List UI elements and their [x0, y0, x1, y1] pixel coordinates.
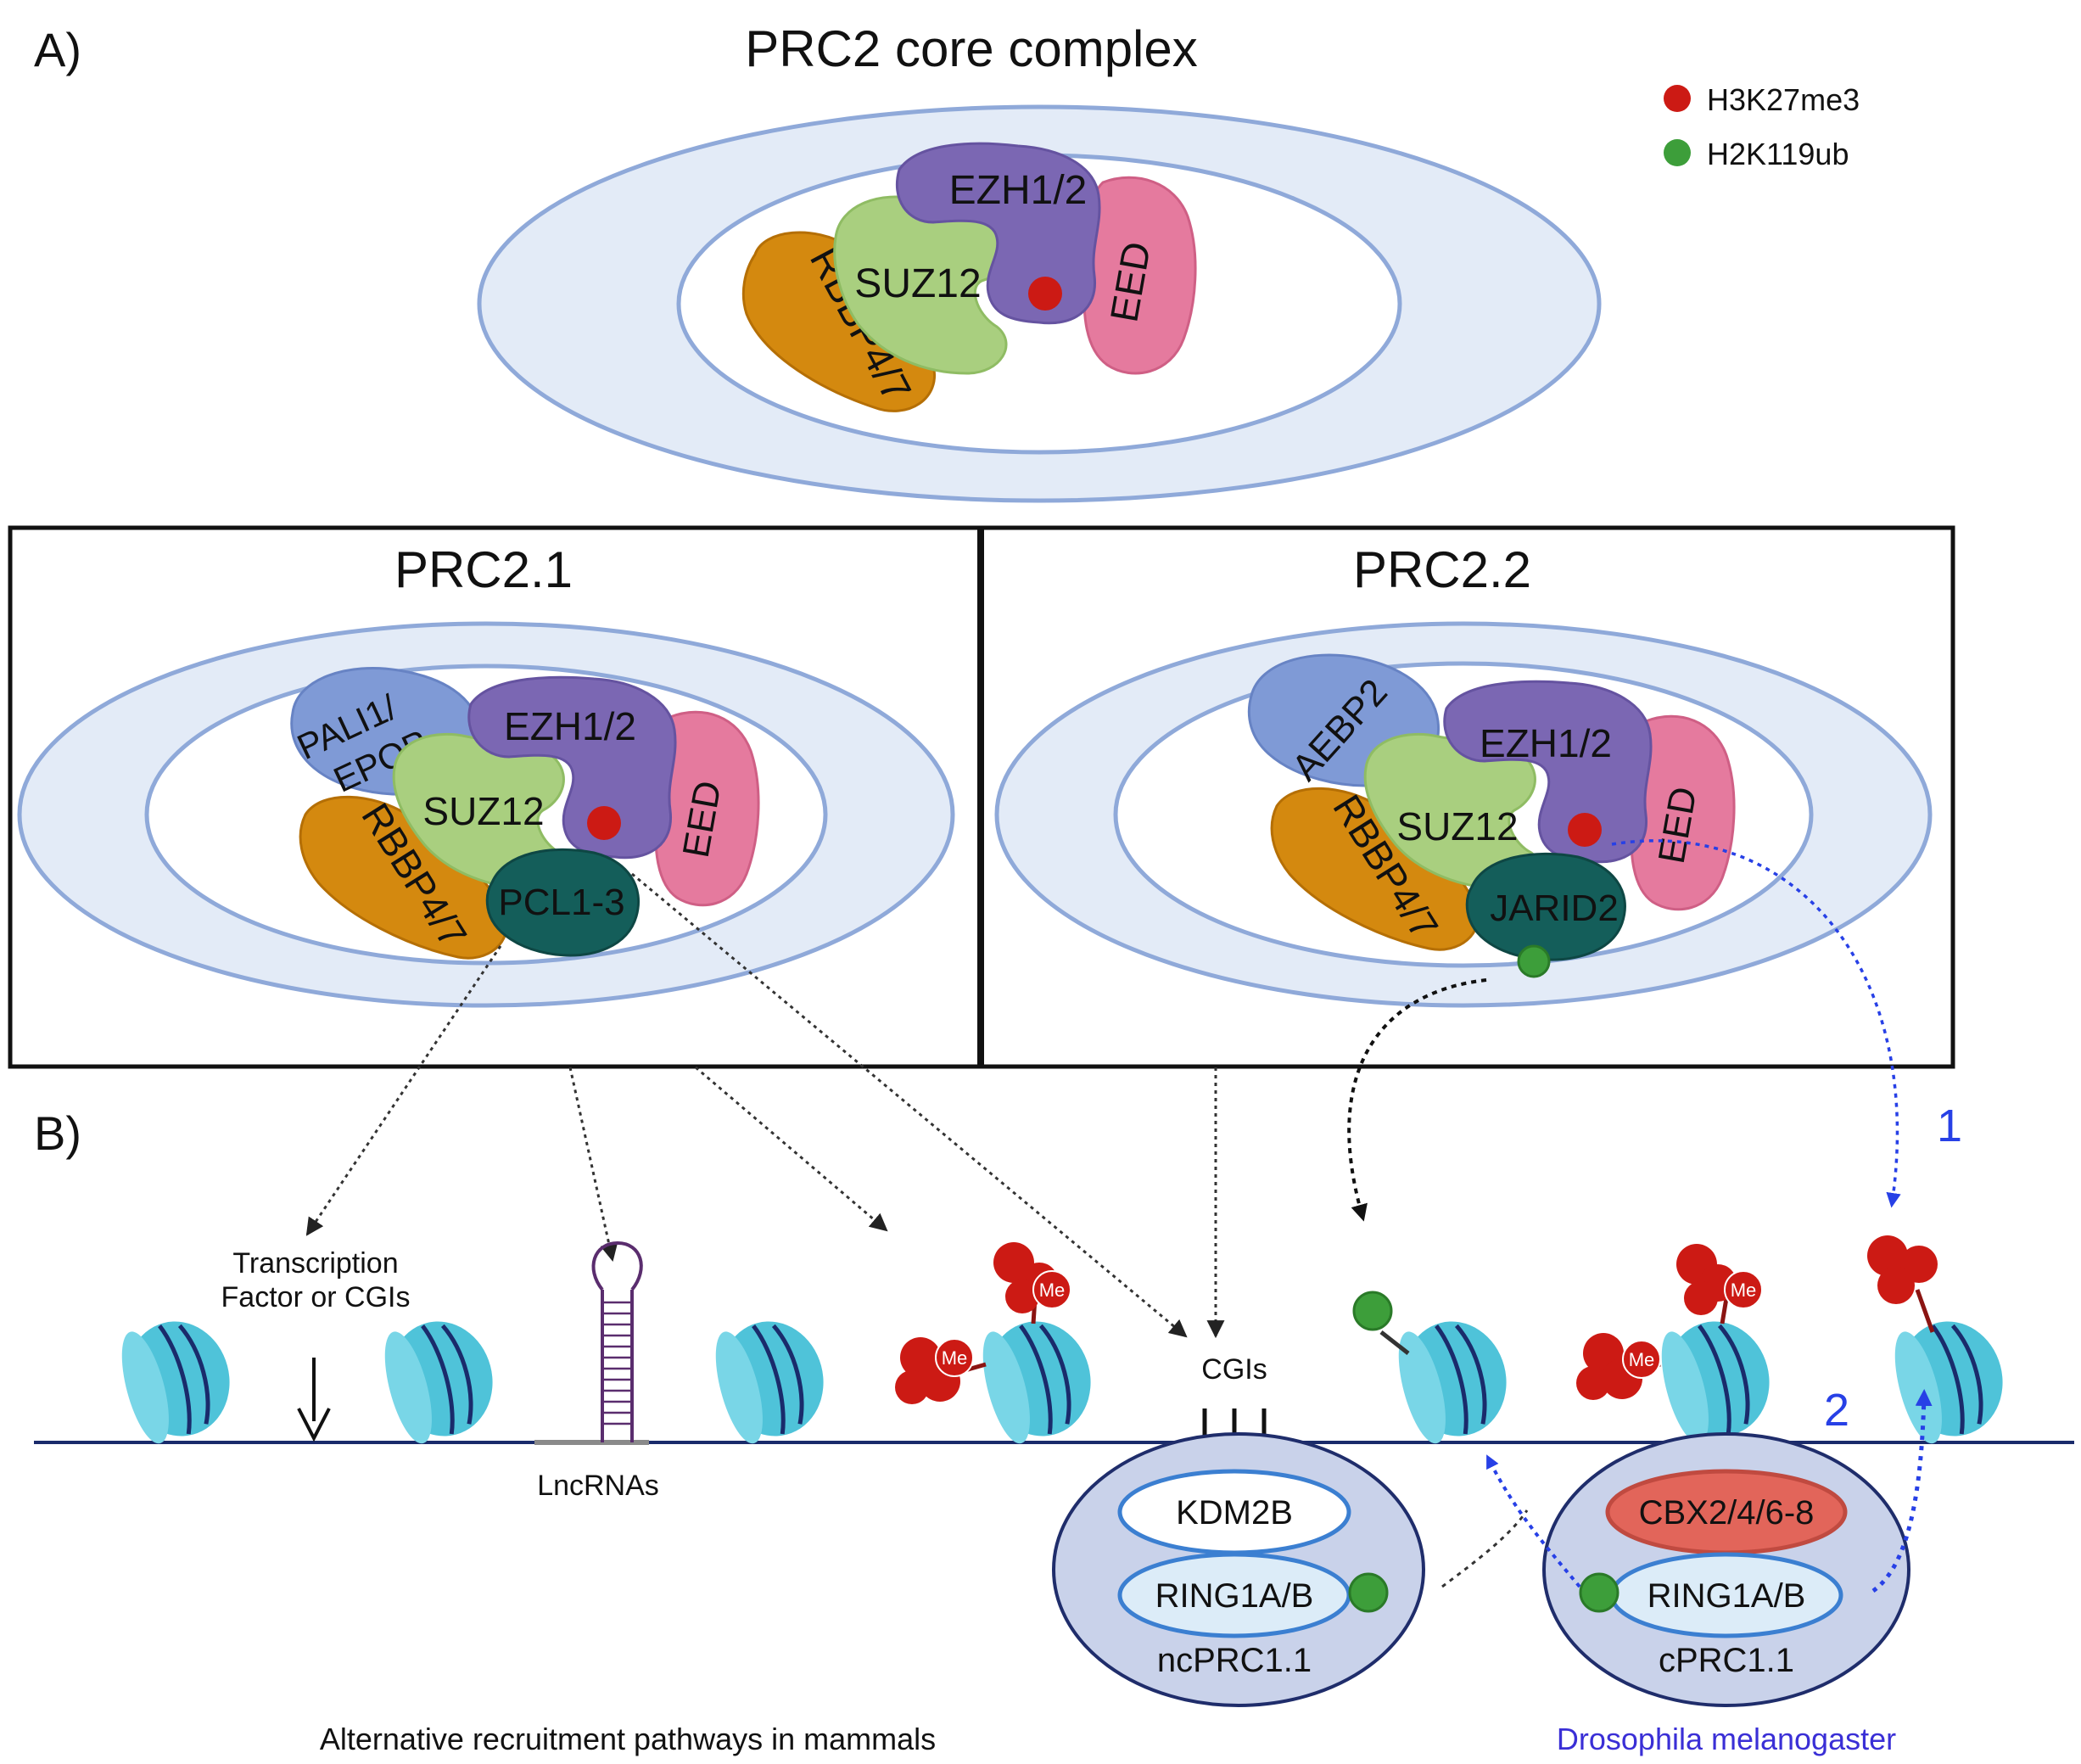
ezh-prc21-label: EZH1/2 [504, 704, 636, 748]
h3k27me3-cluster-2: Me [993, 1242, 1071, 1324]
pcl-label: PCL1-3 [498, 882, 624, 923]
panel-label-a: A) [34, 23, 81, 76]
legend-h2k119ub-swatch [1664, 139, 1691, 166]
prc21-recruitment-arrows [305, 872, 1225, 1339]
ezh-prc22-label: EZH1/2 [1480, 721, 1612, 765]
prc22-title: PRC2.2 [1353, 541, 1531, 598]
h3k27me3-mark-prc22 [1568, 813, 1602, 847]
legend-h3k27me3-swatch [1664, 85, 1691, 112]
prc21-title: PRC2.1 [394, 541, 573, 598]
cprc1-name: cPRC1.1 [1659, 1642, 1794, 1679]
h3k27me3-cluster-4: Me [1676, 1244, 1763, 1324]
arrow-to-lncrna [568, 1067, 618, 1263]
legend: H3K27me3 H2K119ub [1664, 82, 1860, 171]
arrow-label-2: 2 [1824, 1385, 1849, 1436]
me-label-2: Me [1039, 1280, 1066, 1301]
nucleosomes [121, 1321, 2003, 1444]
cgis-label: CGIs [1201, 1353, 1267, 1386]
cprc1-complex: CBX2/4/6-8 RING1A/B cPRC1.1 [1542, 1432, 1910, 1707]
rbbp-prc21-shape [299, 795, 508, 960]
tf-down-arrow [297, 1358, 331, 1442]
arrow-cprc1-to-nucleosome [1486, 1454, 1581, 1588]
panel-label-b: B) [34, 1106, 81, 1160]
ncprc1-complex: KDM2B RING1A/B ncPRC1.1 [1052, 1432, 1425, 1707]
h2k119ub-cprc1 [1579, 1572, 1619, 1613]
nucleosome-1 [121, 1321, 230, 1444]
h3k27me3-mark-prc21 [587, 806, 621, 840]
suz12-core-label: SUZ12 [854, 261, 981, 306]
h2k119ub-on-nucleosome [1352, 1291, 1410, 1355]
arrow-to-methylated-nucleosome [695, 1066, 888, 1232]
ncprc1-curve [1441, 1509, 1529, 1588]
h3k27me3-cluster-3: Me [1576, 1333, 1661, 1400]
caption-drosophila: Drosophila melanogaster [1557, 1722, 1896, 1756]
kdm2b-label: KDM2B [1176, 1494, 1293, 1532]
cbx-label: CBX2/4/6-8 [1639, 1494, 1815, 1532]
arrow-1-prc22-to-nucleosome [1611, 839, 1901, 1208]
nucleosome-2 [384, 1321, 493, 1444]
h2k119ub-ncprc1 [1348, 1572, 1389, 1613]
ezh-core-label: EZH1/2 [949, 168, 1088, 213]
arrow-2-cprc1-to-methylated [1871, 1389, 1933, 1593]
suz12-prc21-shape [392, 732, 568, 891]
suz12-prc21-label: SUZ12 [422, 789, 544, 833]
ring1ab-nc-label: RING1A/B [1155, 1577, 1314, 1615]
suz12-prc22-label: SUZ12 [1396, 804, 1518, 848]
nucleosome-3 [715, 1321, 824, 1444]
h3k27me3-cluster-5 [1867, 1235, 1938, 1333]
arrow-to-cgis-from-ezh [631, 872, 1188, 1338]
arrow-jarid2-to-ubiquitin [1347, 978, 1487, 1222]
ring1ab-c-label: RING1A/B [1647, 1577, 1806, 1615]
nucleosome-4 [982, 1321, 1091, 1444]
legend-h3k27me3-label: H3K27me3 [1707, 82, 1860, 117]
caption-mammals: Alternative recruitment pathways in mamm… [320, 1722, 936, 1756]
nucleosome-5 [1398, 1321, 1507, 1444]
me-label-3: Me [1629, 1349, 1655, 1370]
ezh-prc21-shape [467, 675, 677, 860]
jarid2-label: JARID2 [1490, 888, 1619, 929]
lncrna-hairpin [534, 1240, 649, 1445]
nucleosome-7 [1894, 1321, 2003, 1444]
me-label-1: Me [942, 1347, 968, 1369]
lncrna-label: LncRNAs [537, 1470, 659, 1502]
prc22-complex: AEBP2 RBBP4/7 SUZ12 EED EZH1/2 JARID2 [994, 621, 1933, 1008]
pcl-shape [485, 848, 641, 957]
nucleosome-6 [1661, 1321, 1770, 1444]
core-complex-title: PRC2 core complex [745, 20, 1198, 77]
tf-label-line2: Factor or CGIs [221, 1281, 411, 1313]
h3k27me3-cluster-1: Me [895, 1337, 987, 1404]
suz12-prc22-shape [1363, 732, 1540, 891]
arrow-label-1: 1 [1937, 1100, 1962, 1151]
ezh-prc22-shape [1443, 680, 1653, 864]
core-complex: RBBP4/7 SUZ12 EED EZH1/2 [477, 104, 1602, 503]
me-label-4: Me [1731, 1280, 1757, 1301]
jarid2-shape [1465, 852, 1626, 961]
prc21-complex: PALI1/ EPOP RBBP4/7 SUZ12 EED EZH1/2 PCL… [17, 621, 955, 1008]
h3k27me3-mark-core [1028, 277, 1062, 311]
h2k119ub-mark-jarid2 [1517, 944, 1551, 978]
ncprc1-name: ncPRC1.1 [1157, 1642, 1312, 1679]
tf-label-line1: Transcription [232, 1247, 398, 1280]
legend-h2k119ub-label: H2K119ub [1707, 137, 1849, 171]
